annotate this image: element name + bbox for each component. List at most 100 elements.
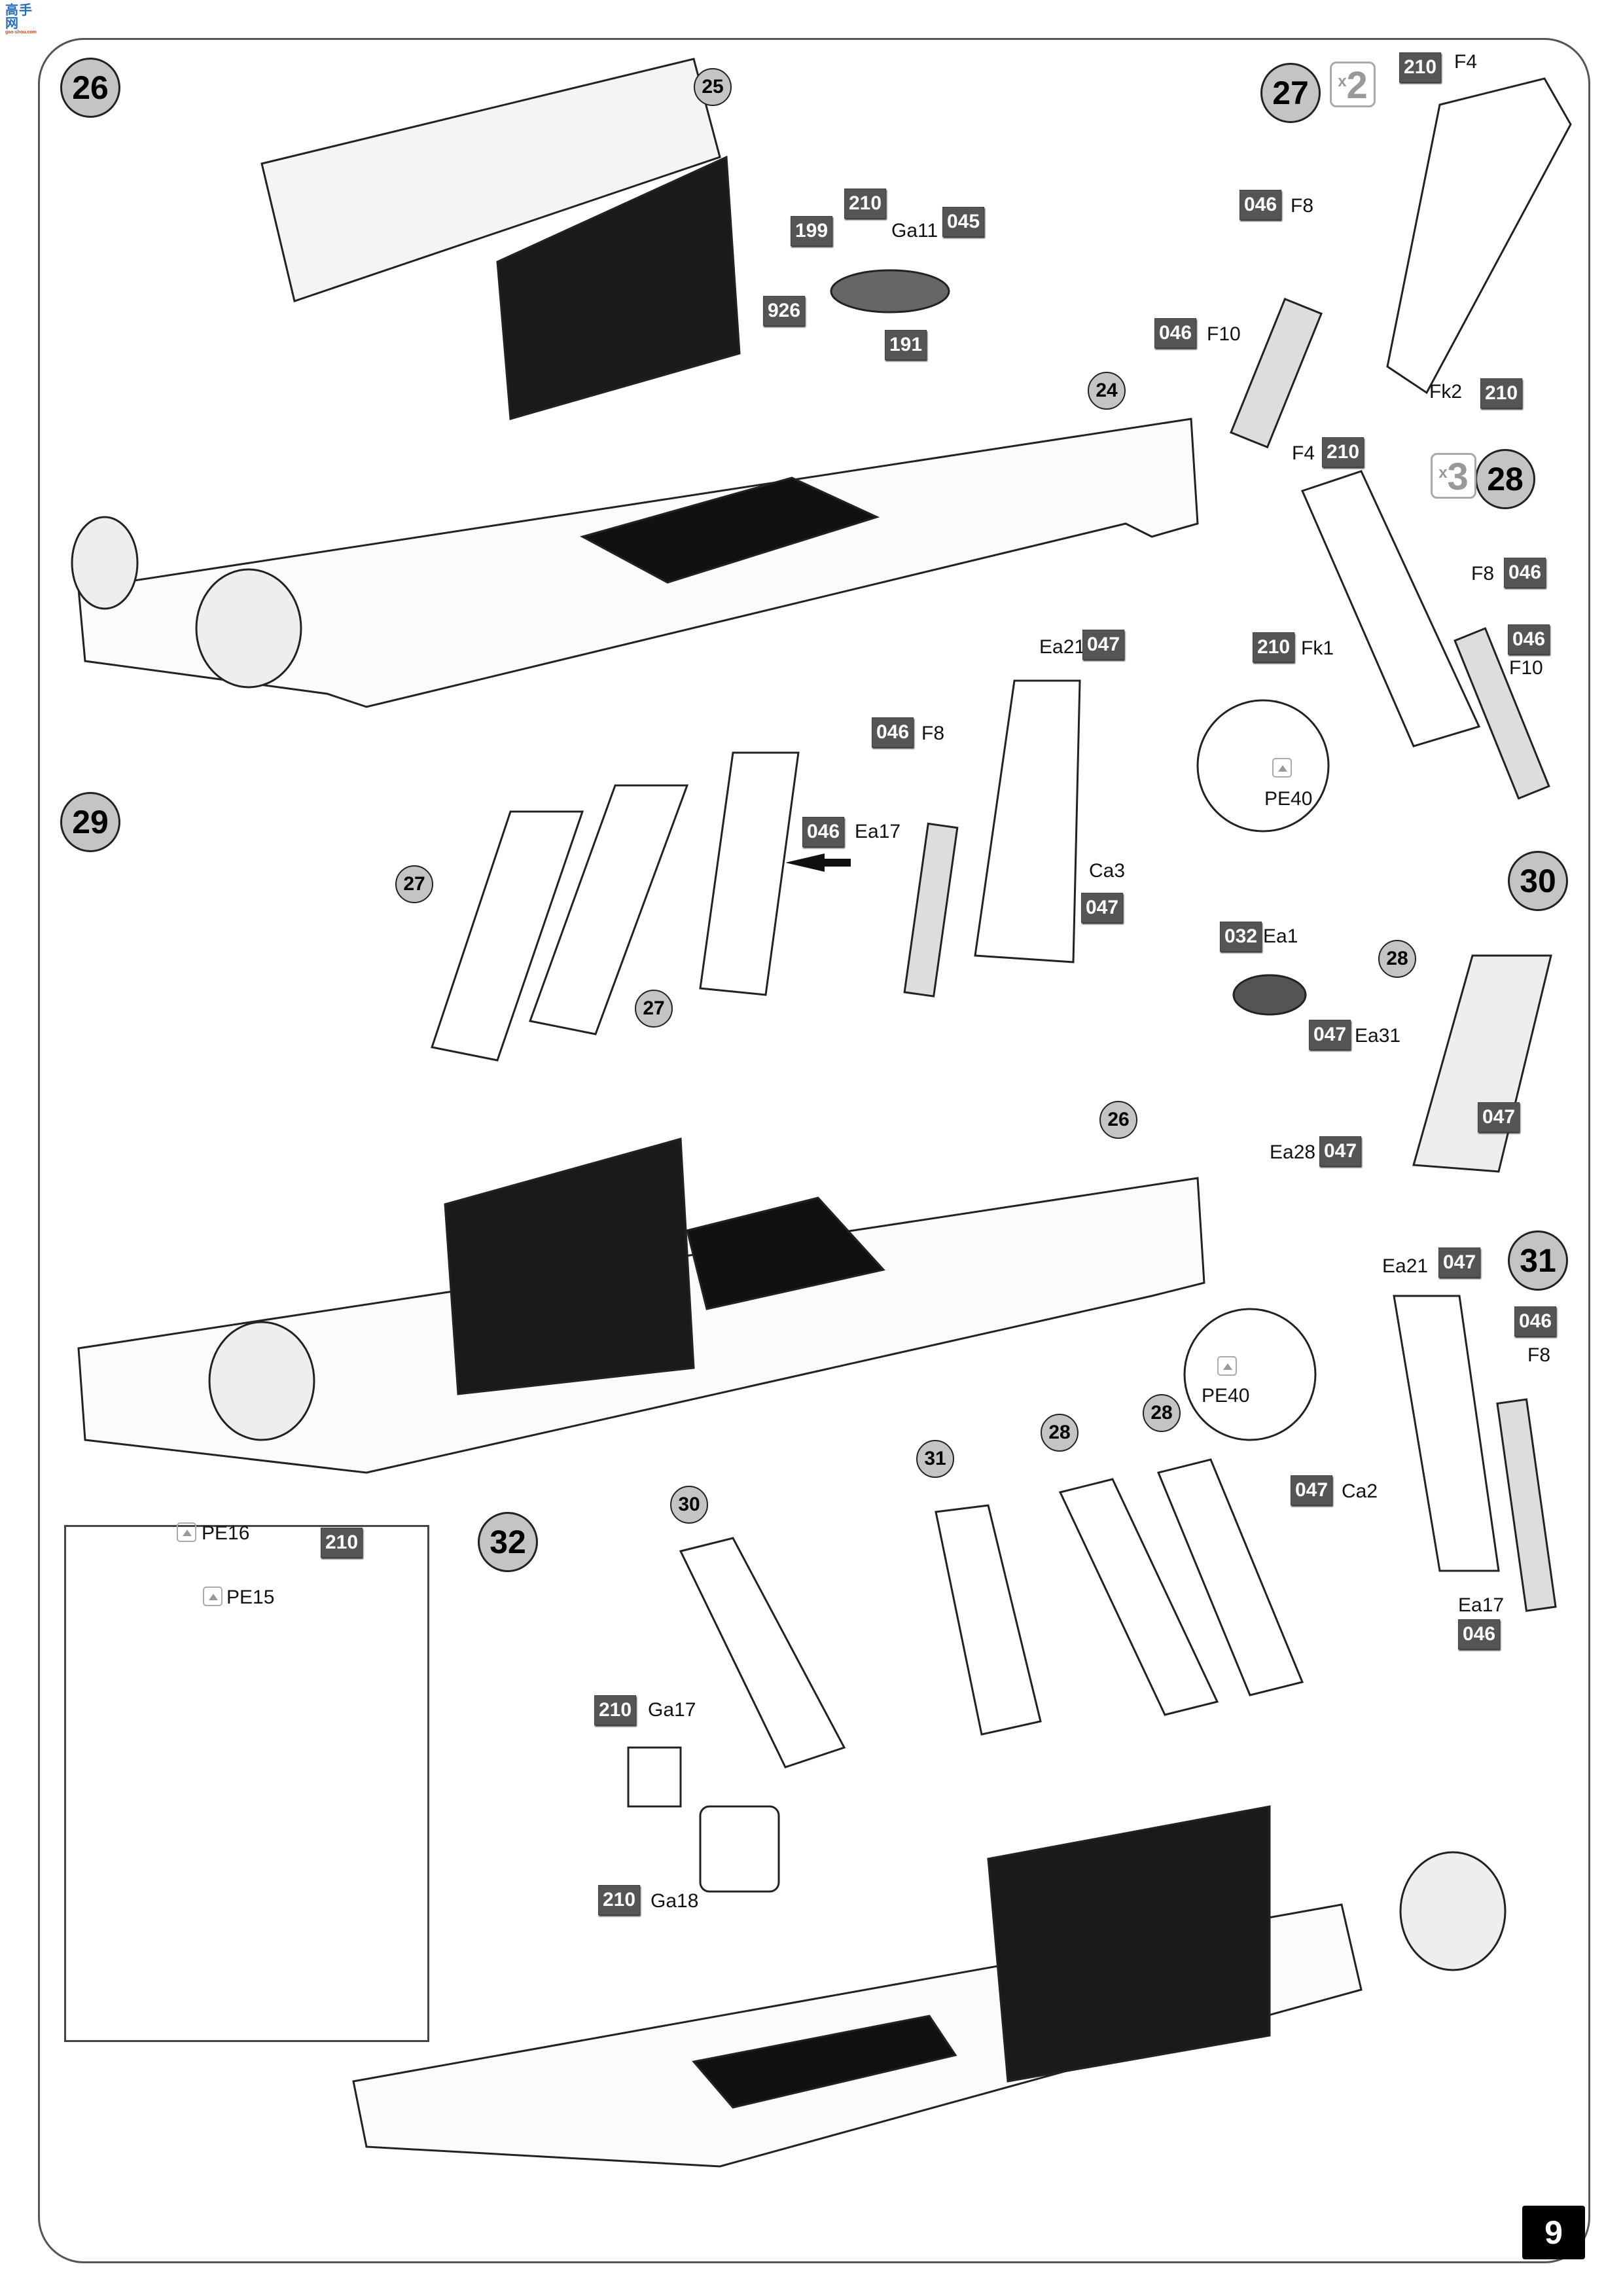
paint-code: 046 [1458, 1619, 1501, 1649]
paint-code: 047 [1291, 1475, 1333, 1505]
paint-code: 210 [1253, 632, 1295, 662]
watermark-url: gao-shou.com [5, 30, 37, 35]
detail-circle-29 [1196, 699, 1330, 833]
part-label: Fk2 [1429, 381, 1463, 403]
ref-badge: 24 [1088, 372, 1126, 410]
part-label: Ga17 [648, 1699, 696, 1721]
shell-cluster-26 [830, 269, 950, 314]
part-label: F8 [921, 723, 945, 744]
paint-code: 046 [1504, 558, 1546, 588]
shock-assembly-29b [528, 784, 689, 1035]
step-badge-28: 28 [1475, 449, 1535, 509]
step-badge-31: 31 [1508, 1230, 1568, 1291]
part-label: PE16 [202, 1522, 250, 1544]
bracket-ga17 [627, 1746, 682, 1808]
part-label: F10 [1207, 323, 1241, 345]
part-label: Ea17 [855, 821, 901, 842]
step-badge-32: 32 [478, 1512, 538, 1572]
ref-badge: 25 [694, 68, 732, 106]
part-label: Ea1 [1263, 925, 1298, 947]
photo-etch-icon [1217, 1356, 1237, 1376]
spring-ea17-31 [1496, 1398, 1557, 1612]
paint-code: 032 [1220, 922, 1262, 952]
paint-code: 045 [942, 207, 985, 237]
floor-mat-29 [686, 1196, 885, 1310]
detail-inset-32 [64, 1525, 429, 2042]
floor-mat-32 [692, 2015, 957, 2109]
engine-26 [260, 58, 721, 302]
detail-circle-31 [1183, 1308, 1317, 1441]
seat-cushion-ea1 [1232, 974, 1307, 1016]
part-label: F10 [1509, 657, 1543, 679]
ref-badge: 28 [1041, 1414, 1079, 1452]
paint-code: 047 [1081, 893, 1124, 923]
part-label: PE15 [226, 1587, 275, 1608]
part-label: Fk1 [1301, 637, 1334, 659]
paint-code: 047 [1478, 1102, 1520, 1132]
spring-27 [1230, 297, 1323, 449]
shock-assembly-32c [1058, 1478, 1219, 1716]
paint-code: 046 [1508, 624, 1550, 655]
shock-frame-27 [1386, 77, 1572, 395]
part-label: Ea21 [1039, 636, 1086, 658]
paint-code: 210 [321, 1528, 363, 1558]
paint-code: 046 [1514, 1306, 1557, 1336]
part-label: Ea28 [1270, 1141, 1316, 1163]
part-label: Ca2 [1342, 1480, 1378, 1502]
part-label: Ea17 [1458, 1594, 1505, 1616]
paint-code: 210 [598, 1885, 641, 1915]
spring-28 [1454, 627, 1550, 800]
part-label: Ga18 [651, 1890, 699, 1912]
part-label: F4 [1292, 442, 1315, 464]
part-label: PE40 [1264, 788, 1313, 810]
multiplier-value: 3 [1447, 456, 1469, 498]
paint-code: 210 [1322, 437, 1364, 467]
paint-code: 047 [1309, 1020, 1351, 1050]
part-label: PE40 [1202, 1385, 1250, 1407]
radiator-26 [496, 155, 741, 420]
part-label: Ga11 [891, 220, 938, 242]
paint-code: 046 [1154, 318, 1197, 348]
paint-code: 210 [1480, 378, 1523, 408]
paint-code: 210 [594, 1695, 637, 1725]
watermark-name: 高手网 [5, 3, 33, 31]
ref-badge: 28 [1378, 940, 1416, 978]
part-label: Ca3 [1089, 860, 1126, 882]
paint-code: 926 [763, 296, 806, 326]
step-badge-30: 30 [1508, 851, 1568, 911]
ref-badge: 26 [1099, 1101, 1137, 1139]
photo-etch-icon [177, 1522, 196, 1542]
drive-wheel-29 [208, 1321, 315, 1441]
ref-badge: 30 [670, 1486, 708, 1524]
ref-badge: 28 [1143, 1394, 1181, 1432]
photo-etch-icon [203, 1587, 223, 1606]
part-label: F4 [1454, 51, 1478, 73]
paint-code: 046 [802, 817, 845, 847]
spring-ea17 [903, 822, 959, 997]
paint-code: 210 [844, 188, 887, 219]
block-ga18 [699, 1805, 780, 1893]
step-badge-29: 29 [60, 792, 120, 852]
shock-frame-30 [1412, 954, 1552, 1173]
shock-assembly-32d [1156, 1458, 1304, 1696]
paint-code: 047 [1082, 630, 1125, 660]
shock-assembly-32b [935, 1504, 1042, 1736]
paint-code: 046 [1240, 190, 1282, 220]
radiator-29 [444, 1138, 695, 1395]
paint-code: 047 [1438, 1247, 1481, 1278]
shock-assembly-29c [699, 751, 800, 996]
page-number: 9 [1522, 2206, 1585, 2259]
part-label: F8 [1291, 195, 1314, 217]
ref-badge: 27 [395, 865, 433, 903]
watermark-logo: 高手网 gao-shou.com [5, 4, 46, 35]
shock-frame-ca3 [974, 679, 1081, 963]
part-label: F8 [1471, 563, 1495, 584]
shock-assembly-29a [431, 810, 584, 1062]
part-label: Ea31 [1355, 1025, 1401, 1047]
step-badge-26: 26 [60, 58, 120, 118]
multiplier-value: 2 [1346, 64, 1368, 107]
shock-assembly-32a [679, 1537, 846, 1768]
